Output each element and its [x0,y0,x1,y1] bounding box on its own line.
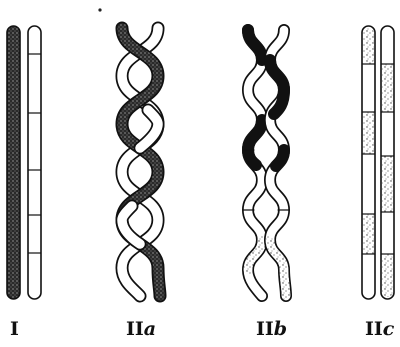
strand-right-speckle-low [382,254,393,297]
wave-right-dark-mid [276,150,284,166]
strand-light [28,26,41,299]
caption-panel-I: I [10,318,19,340]
strand-left-speckle-top [363,28,374,64]
wave-left-speckled-bottom [248,240,262,270]
caption-suffix: b [274,318,287,340]
print-speck [98,8,101,11]
strand-left-speckle-mid [363,112,374,154]
panel-IIa [122,28,160,296]
caption-suffix: c [383,318,395,340]
strand-left-speckle-low [363,214,374,254]
strand-dark [7,26,20,299]
caption-panel-IIb: IIb [256,318,287,340]
caption-main: II [126,318,144,340]
panel-I [7,26,41,299]
wave-left-dark-top [248,30,262,60]
panel-IIb [243,30,289,296]
caption-panel-IIa: IIa [126,318,156,340]
caption-main: II [256,318,274,340]
caption-main: II [365,318,383,340]
strand-right-speckle-mid [382,156,393,212]
caption-panel-IIc: IIc [365,318,394,340]
panel-IIc [362,26,394,299]
strand-right-speckle-top [382,64,393,112]
caption-main: I [10,318,19,340]
strand-left [362,26,375,299]
wave-left-dark-mid [248,120,262,165]
caption-suffix: a [144,318,156,340]
